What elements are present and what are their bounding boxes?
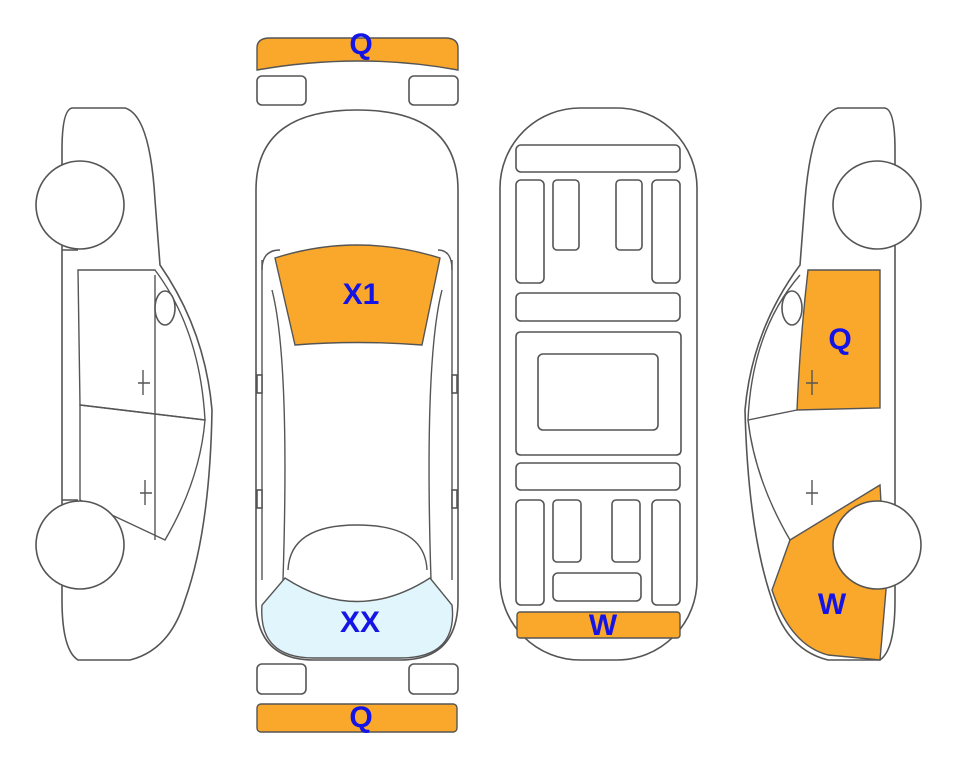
front-bumper-label: Q: [349, 28, 372, 61]
front-bumper[interactable]: [256, 37, 459, 71]
left-mirror: [154, 290, 176, 326]
left-rear-window: [79, 404, 206, 541]
underbody-rear-label: W: [589, 609, 618, 642]
right-front-door[interactable]: [796, 269, 881, 411]
underbody-panel: [515, 179, 545, 284]
right-front-wheel: [832, 160, 922, 250]
underbody-panel: [515, 292, 681, 322]
rear-bumper[interactable]: [256, 703, 458, 733]
underbody-rear[interactable]: [516, 611, 681, 639]
headlight-left: [256, 75, 307, 106]
rear-seat-line: [287, 524, 428, 571]
top-view: Q X1 XX Q: [255, 28, 459, 734]
left-side-view: [35, 107, 213, 661]
right-window-lines: [747, 274, 801, 541]
right-rear-quarter-label: W: [818, 588, 847, 621]
taillight-right: [408, 663, 459, 695]
mirror-right: [451, 374, 458, 394]
left-rear-wheel: [35, 500, 125, 590]
underbody-panel: [615, 179, 643, 251]
a-pillars: [271, 289, 443, 581]
underbody-panel: [651, 179, 681, 284]
underbody-panel: [651, 499, 681, 606]
left-door-handles: [138, 370, 152, 505]
underbody-view: W: [499, 107, 698, 661]
windshield[interactable]: [274, 244, 441, 346]
underbody-panel: [611, 499, 641, 563]
taillight-left: [256, 663, 307, 695]
rear-window[interactable]: [261, 577, 454, 659]
right-front-door-label: Q: [828, 323, 851, 356]
handle-right: [451, 489, 458, 509]
handle-left: [256, 489, 263, 509]
right-rear-wheel: [832, 500, 922, 590]
underbody-panel: [515, 144, 681, 173]
underbody-center-plate: [537, 353, 659, 431]
side-lines: [261, 260, 453, 580]
left-door-lines: [62, 249, 156, 540]
car-body-top: [255, 109, 459, 661]
right-side-view: Q W: [744, 107, 922, 661]
underbody-panel: [552, 179, 580, 251]
windshield-label: X1: [343, 278, 380, 311]
rear-bumper-label: Q: [349, 701, 372, 734]
underbody-panel: [552, 572, 642, 602]
left-front-wheel: [35, 160, 125, 250]
underbody-panel: [515, 499, 545, 606]
underbody-panel: [552, 499, 582, 563]
rear-window-label: XX: [340, 606, 380, 639]
right-mirror: [781, 290, 803, 326]
right-door-handles: [806, 370, 818, 505]
underbody-panel: [515, 462, 681, 491]
headlight-right: [408, 75, 459, 106]
mirror-left: [256, 374, 263, 394]
